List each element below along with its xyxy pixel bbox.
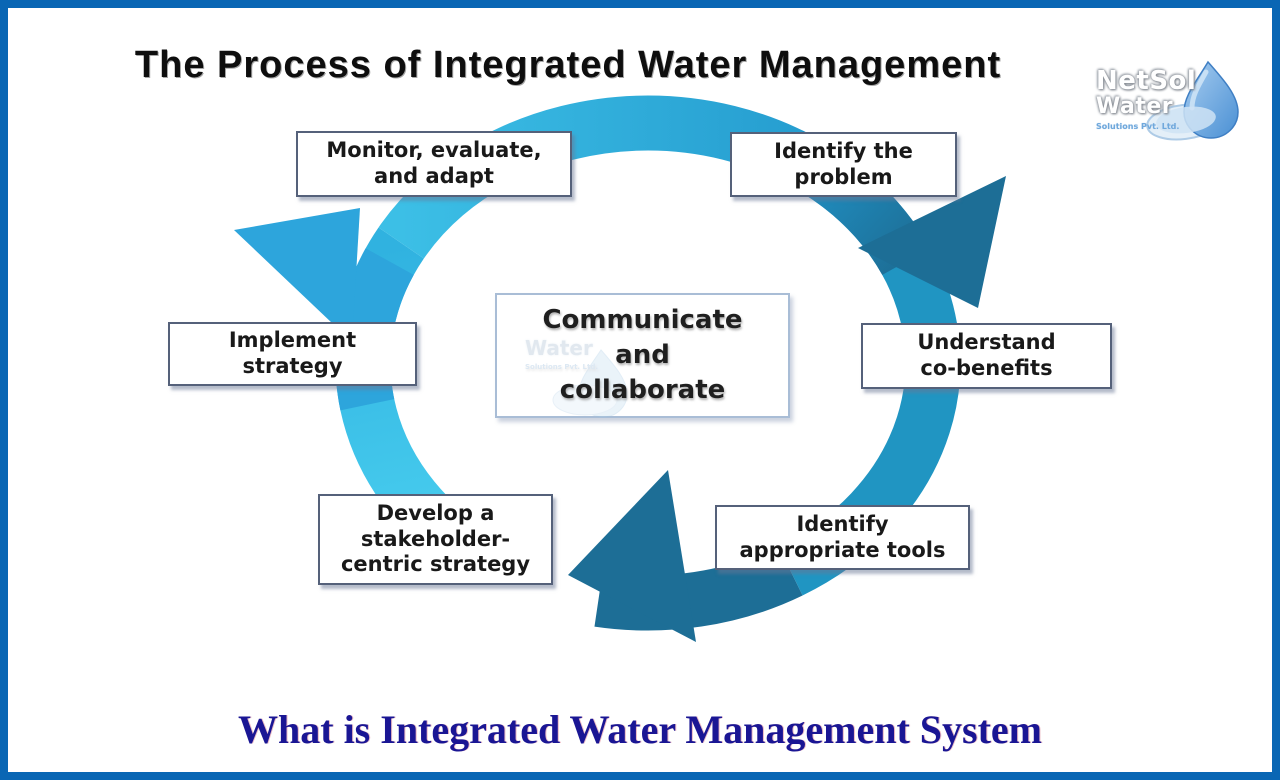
- logo-word-text: Water: [1096, 94, 1174, 119]
- arrowhead-left-icon: [568, 470, 696, 642]
- center-box-label: Communicate and collaborate: [542, 304, 743, 406]
- node-box-monitor-evaluate-adapt: Monitor, evaluate, and adapt: [296, 131, 572, 197]
- node-box-understand-co-benefits: Understand co-benefits: [861, 323, 1112, 389]
- node-box-implement-strategy: Implement strategy: [168, 322, 417, 386]
- bottom-caption: What is Integrated Water Management Syst…: [238, 707, 1042, 752]
- ring-arc-bottom-shaft: [594, 545, 803, 631]
- node-box-identify-tools: Identify appropriate tools: [715, 505, 970, 570]
- node-box-develop-strategy: Develop a stakeholder- centric strategy: [318, 494, 553, 585]
- node-box-communicate-collaborate: Water Solutions Pvt. Ltd. Communicate an…: [495, 293, 790, 418]
- water-drop-icon: [1146, 60, 1239, 141]
- logo-tagline-text: Solutions Pvt. Ltd.: [1096, 122, 1180, 131]
- logo-name-text: NetSol: [1096, 66, 1197, 96]
- netsol-water-logo: NetSol Water Solutions Pvt. Ltd.: [1094, 58, 1244, 153]
- node-box-identify-problem: Identify the problem: [730, 132, 957, 197]
- diagram-title: The Process of Integrated Water Manageme…: [134, 44, 1002, 86]
